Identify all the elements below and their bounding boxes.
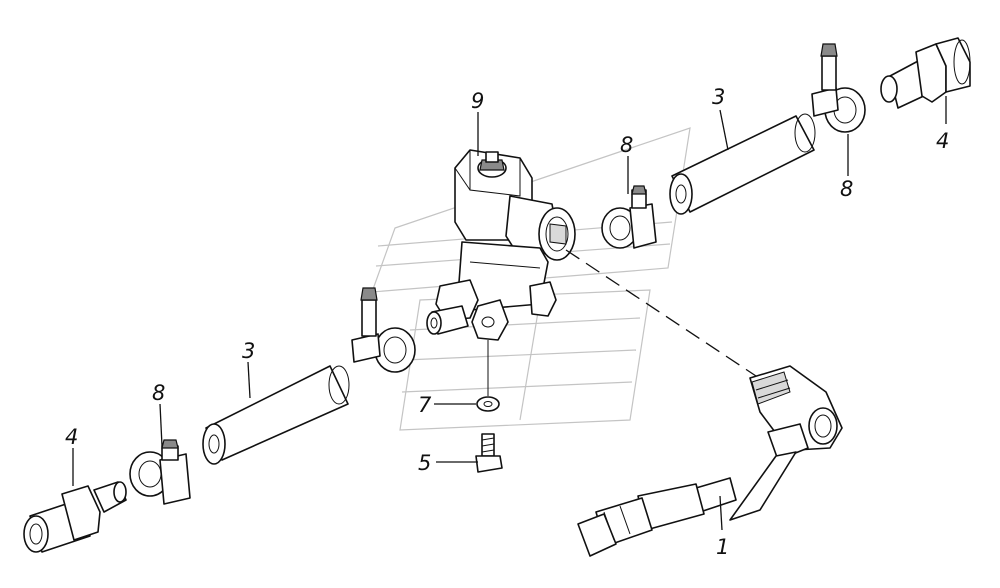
callout-7: 7 <box>418 393 432 417</box>
part-8-clamp-left <box>129 439 191 505</box>
assembly-dash-line <box>565 249 757 377</box>
callout-9: 9 <box>471 89 484 113</box>
callout-5: 5 <box>418 451 431 475</box>
part-4-fitting-left <box>23 481 127 553</box>
part-7-washer <box>476 396 500 412</box>
part-9-solenoid-valve <box>426 149 576 341</box>
leader-lines <box>72 96 947 531</box>
part-3-hose-right <box>669 113 816 215</box>
callout-3-left: 3 <box>242 339 255 363</box>
part-8-clamp-right <box>811 43 866 133</box>
part-3-hose-left <box>202 365 350 465</box>
part-5-bolt <box>475 433 503 473</box>
part-4-fitting-right <box>880 37 971 109</box>
callout-8-center: 8 <box>620 133 633 157</box>
part-8-clamp-center <box>601 185 657 249</box>
callout-3-right: 3 <box>712 85 725 109</box>
callout-8-right: 8 <box>840 177 853 201</box>
part-1-wiring-connector <box>577 365 843 557</box>
callout-1: 1 <box>716 535 729 559</box>
callout-4-left: 4 <box>65 425 78 449</box>
callout-4-right: 4 <box>936 129 949 153</box>
part-8-clamp-mid <box>351 287 416 373</box>
callout-8-left: 8 <box>152 381 165 405</box>
